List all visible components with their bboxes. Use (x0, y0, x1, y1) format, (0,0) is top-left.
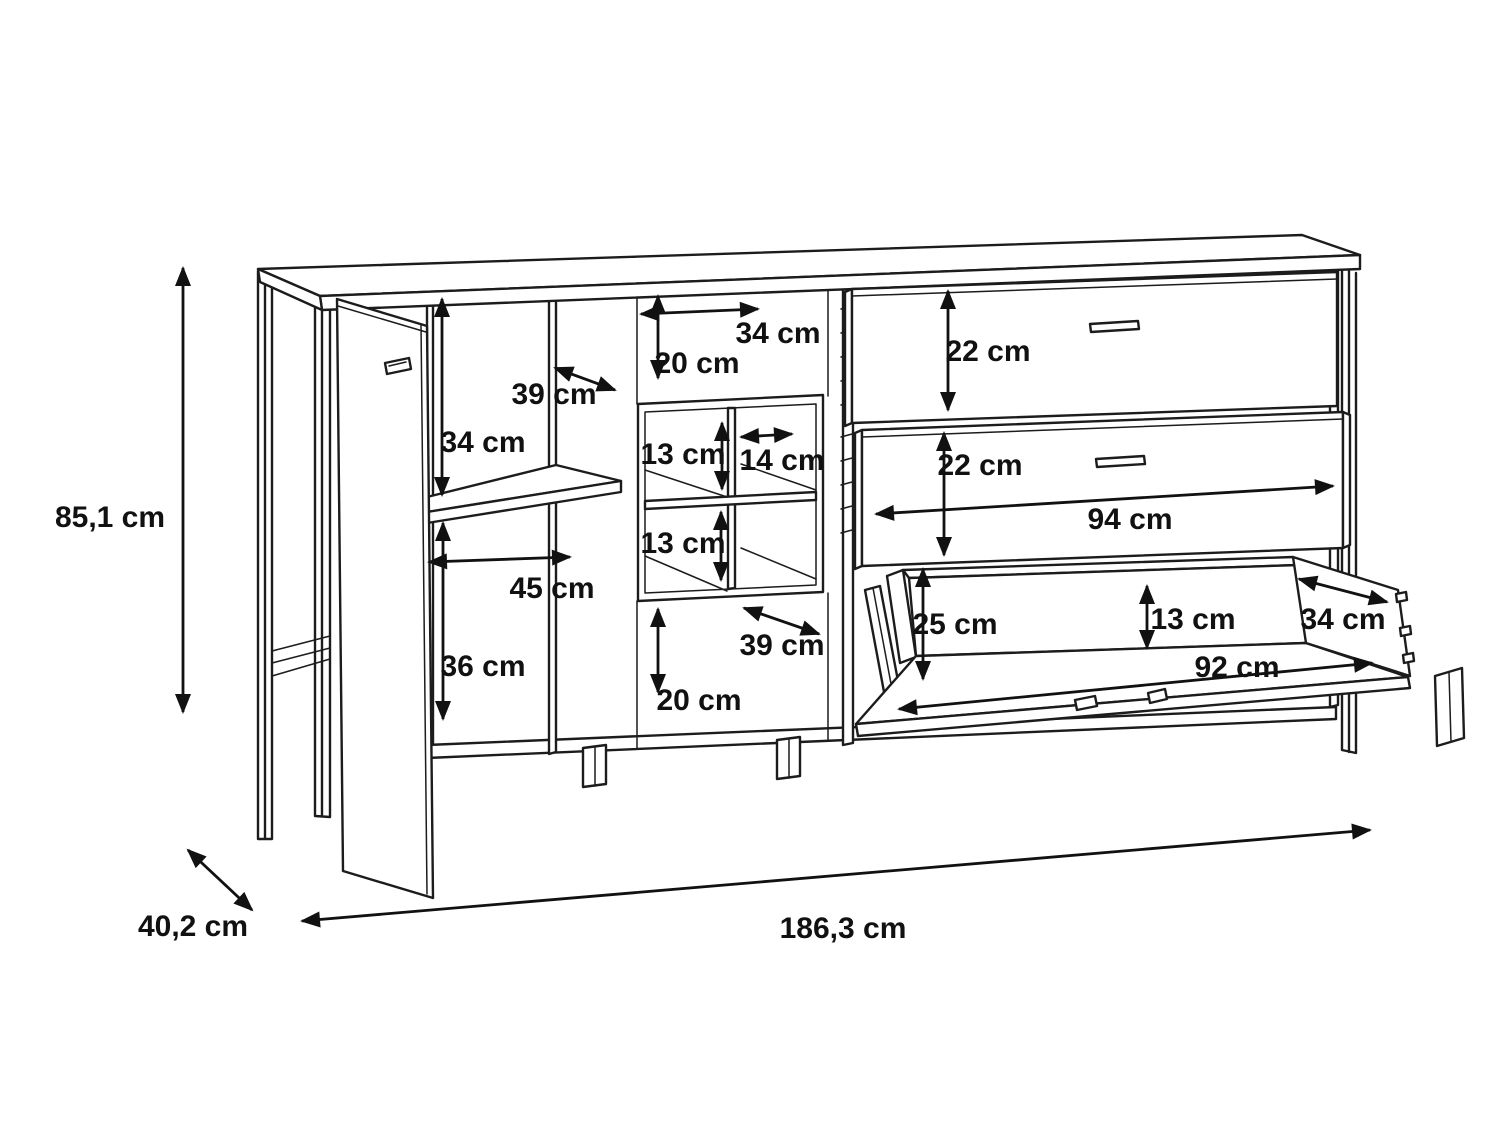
dimension-label: 20 cm (654, 347, 739, 380)
drawer-top (843, 270, 1339, 428)
dimension-label: 13 cm (640, 527, 725, 560)
dimension-label: 34 cm (1300, 603, 1385, 636)
dimension-label: 13 cm (1150, 603, 1235, 636)
dimension-label: 92 cm (1194, 651, 1279, 684)
dimension-label: 20 cm (656, 684, 741, 717)
dimension-label: 25 cm (912, 608, 997, 641)
dimension-label: 45 cm (509, 572, 594, 605)
dimension-label: 94 cm (1087, 503, 1172, 536)
drawer-middle-handle (1094, 454, 1147, 469)
dimension-label: 14 cm (739, 444, 824, 477)
dimension-label: 13 cm (640, 438, 725, 471)
dimension-label: 40,2 cm (138, 910, 248, 943)
left-frame (256, 269, 332, 841)
dimension-label: 22 cm (937, 449, 1022, 482)
dimension-labels: 85,1 cm 40,2 cm 186,3 cm 34 cm 39 cm 45 … (55, 317, 1386, 945)
top-board (256, 233, 1362, 312)
dimension-label: 186,3 cm (780, 912, 907, 945)
drawer-top-handle (1088, 319, 1141, 334)
dimension-arrows (175, 266, 1389, 928)
dimension-label: 39 cm (739, 629, 824, 662)
open-door (335, 297, 435, 900)
cubby-shelving (636, 393, 825, 603)
dimension-label: 22 cm (945, 335, 1030, 368)
dimension-label: 85,1 cm (55, 501, 165, 534)
dimension-label: 39 cm (511, 378, 596, 411)
dimension-label: 34 cm (440, 426, 525, 459)
dimension-label: 34 cm (735, 317, 820, 350)
door-handle (383, 356, 413, 376)
cabinet-feet (581, 735, 802, 789)
adjustable-shelf (425, 463, 623, 525)
dimension-label: 36 cm (440, 650, 525, 683)
